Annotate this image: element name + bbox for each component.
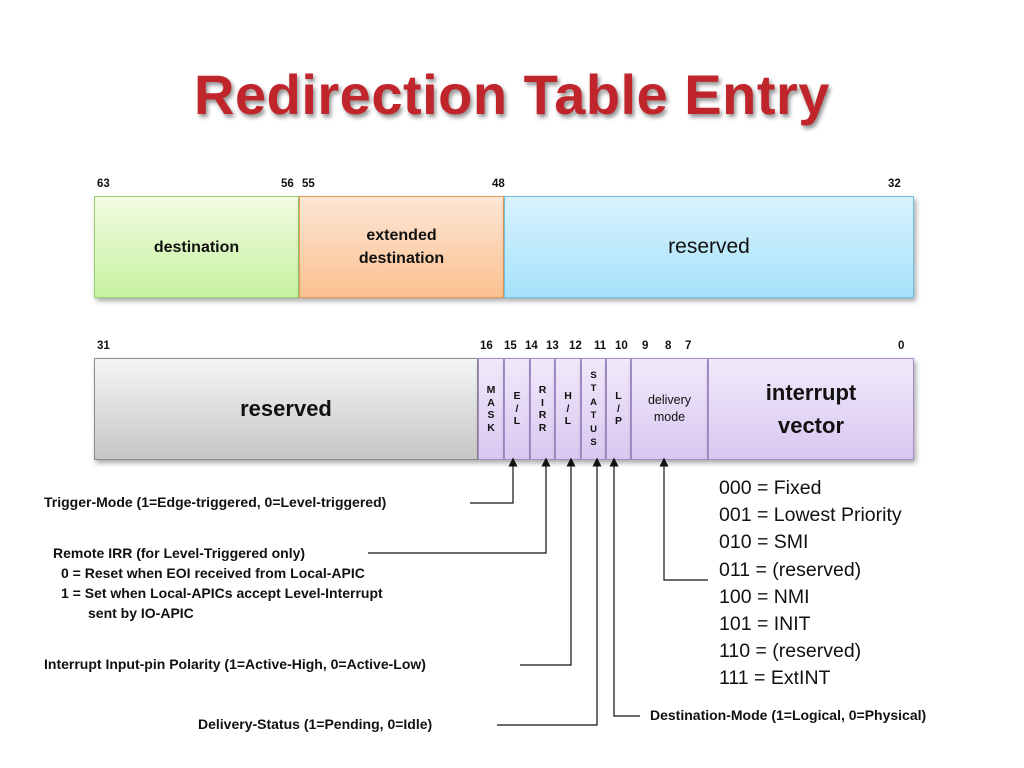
delivery-mode-item: 100 = NMI xyxy=(719,585,810,608)
bit-number-55: 55 xyxy=(302,178,315,190)
extended-destination-label-line2: destination xyxy=(358,250,445,267)
delivery-mode-label-line1: delivery xyxy=(647,393,692,407)
lower-reserved-label: reserved xyxy=(240,396,332,421)
rirr-label: R I R R xyxy=(538,384,547,434)
polarity-bit-field: H / L xyxy=(555,358,581,460)
upper-reserved-field: reserved xyxy=(504,196,914,298)
bit-number-11: 11 xyxy=(594,340,607,352)
bit-number-15: 15 xyxy=(504,340,517,352)
delivery-mode-item: 010 = SMI xyxy=(719,531,809,554)
delivery-mode-item: 111 = ExtINT xyxy=(719,667,831,690)
delivery-mode-item: 011 = (reserved) xyxy=(719,558,862,581)
delivery-mode-item: 101 = INIT xyxy=(719,613,811,636)
trigger-mode-annotation: Trigger-Mode (1=Edge-triggered, 0=Level-… xyxy=(44,494,387,510)
remote-irr-line-2: 0 = Reset when EOI received from Local-A… xyxy=(61,565,365,581)
status-label: S T A T U S xyxy=(590,369,597,449)
destination-label: destination xyxy=(153,238,240,256)
bit-number-10: 10 xyxy=(615,340,628,352)
delivery-mode-label-line2: mode xyxy=(653,410,686,424)
lp-label: L / P xyxy=(614,390,622,428)
delivery-mode-item: 001 = Lowest Priority xyxy=(719,504,902,527)
remote-irr-line-4: sent by IO-APIC xyxy=(88,605,194,621)
bit-number-14: 14 xyxy=(525,340,538,352)
destination-mode-connector xyxy=(609,457,640,717)
interrupt-vector-field: interrupt vector xyxy=(708,358,914,460)
destination-mode-annotation: Destination-Mode (1=Logical, 0=Physical) xyxy=(650,707,927,723)
trigger-mode-connector xyxy=(470,457,518,504)
delivery-status-connector xyxy=(497,457,602,726)
extended-destination-label-line1: extended xyxy=(366,227,437,244)
upper-reserved-label: reserved xyxy=(668,235,750,258)
interrupt-vector-label-line2: vector xyxy=(777,413,845,438)
delivery-mode-field: delivery mode xyxy=(631,358,708,460)
interrupt-vector-label-line1: interrupt xyxy=(765,380,857,405)
bit-number-8: 8 xyxy=(665,340,672,352)
bit-number-16: 16 xyxy=(480,340,493,352)
delivery-mode-item: 000 = Fixed xyxy=(719,477,822,499)
bit-number-56: 56 xyxy=(281,178,294,190)
remote-irr-bit-field: R I R R xyxy=(530,358,555,460)
remote-irr-line-3: 1 = Set when Local-APICs accept Level-In… xyxy=(61,585,383,601)
delivery-mode-legend: 000 = Fixed 001 = Lowest Priority 010 = … xyxy=(719,475,902,693)
bit-number-12: 12 xyxy=(569,340,582,352)
destination-mode-bit-field: L / P xyxy=(606,358,631,460)
mask-bit-field: M A S K xyxy=(478,358,504,460)
bit-number-48: 48 xyxy=(492,178,505,190)
bit-number-63: 63 xyxy=(97,178,110,190)
destination-field: destination xyxy=(94,196,299,298)
remote-irr-annotation: Remote IRR (for Level-Triggered only) 0 … xyxy=(53,543,383,623)
bit-number-13: 13 xyxy=(546,340,559,352)
polarity-connector xyxy=(520,457,576,666)
bit-number-32: 32 xyxy=(888,178,901,190)
trigger-mode-bit-field: E / L xyxy=(504,358,530,460)
hl-label: H / L xyxy=(564,390,572,428)
delivery-mode-connector xyxy=(659,457,708,581)
bit-number-0: 0 xyxy=(898,340,905,352)
mask-label: M A S K xyxy=(486,384,496,434)
delivery-status-bit-field: S T A T U S xyxy=(581,358,606,460)
page-title: Redirection Table Entry xyxy=(194,63,830,126)
bit-number-9: 9 xyxy=(642,340,649,352)
lower-reserved-field: reserved xyxy=(94,358,478,460)
bit-number-31: 31 xyxy=(97,340,110,352)
remote-irr-connector xyxy=(368,457,551,554)
bit-number-7: 7 xyxy=(685,340,692,352)
extended-destination-field: extended destination xyxy=(299,196,504,298)
delivery-status-annotation: Delivery-Status (1=Pending, 0=Idle) xyxy=(198,716,433,732)
remote-irr-line-1: Remote IRR (for Level-Triggered only) xyxy=(53,545,306,561)
el-label: E / L xyxy=(513,390,521,428)
delivery-mode-item: 110 = (reserved) xyxy=(719,640,862,663)
polarity-annotation: Interrupt Input-pin Polarity (1=Active-H… xyxy=(44,656,426,672)
